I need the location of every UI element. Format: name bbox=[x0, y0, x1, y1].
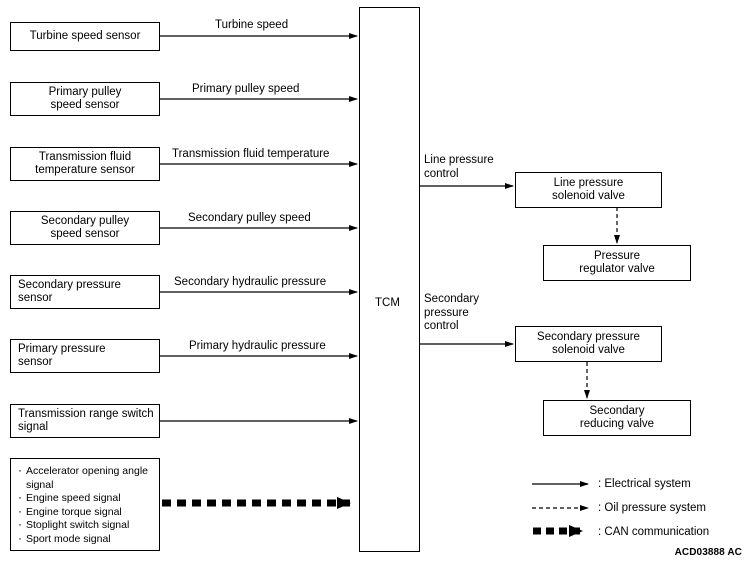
dashed-arrow-icon bbox=[528, 501, 594, 515]
signal-label-fluid-temperature: Transmission fluid temperature bbox=[172, 148, 330, 160]
can-signal-item: Sport mode signal bbox=[18, 532, 155, 547]
signal-label-turbine-speed: Turbine speed bbox=[215, 19, 289, 31]
legend-row-can: : CAN communication bbox=[528, 520, 709, 544]
legend-label: : CAN communication bbox=[598, 526, 710, 538]
valve-label: Line pressure solenoid valve bbox=[552, 177, 625, 202]
valve-label: Secondary reducing valve bbox=[579, 405, 655, 430]
sensor-label: Primary pulley speed sensor bbox=[48, 86, 122, 111]
can-signal-item: Stoplight switch signal bbox=[18, 518, 155, 533]
sensor-box-primary-pressure: Primary pressure sensor bbox=[10, 339, 160, 373]
sensor-label: Secondary pressure sensor bbox=[18, 279, 121, 304]
control-label-line-pressure: Line pressure control bbox=[424, 154, 494, 180]
signal-label-secondary-hydraulic-pressure: Secondary hydraulic pressure bbox=[174, 276, 327, 288]
can-signal-list-box: Accelerator opening angle signal Engine … bbox=[10, 458, 160, 551]
tcm-box bbox=[359, 7, 420, 552]
can-signal-item: Accelerator opening angle signal bbox=[18, 464, 155, 492]
can-signal-list: Accelerator opening angle signal Engine … bbox=[18, 464, 155, 547]
sensor-label: Secondary pulley speed sensor bbox=[40, 215, 130, 240]
legend: : Electrical system : Oil pressure syste… bbox=[528, 472, 709, 544]
sensor-label: Primary pressure sensor bbox=[18, 343, 106, 368]
sensor-label: Transmission fluid temperature sensor bbox=[35, 151, 135, 176]
valve-box-line-pressure-solenoid: Line pressure solenoid valve bbox=[515, 172, 662, 208]
legend-label: : Oil pressure system bbox=[598, 502, 706, 514]
sensor-label: Turbine speed sensor bbox=[29, 30, 141, 42]
thick-dashed-arrow-icon bbox=[528, 525, 594, 539]
sensor-box-secondary-pulley-speed: Secondary pulley speed sensor bbox=[10, 211, 160, 245]
valve-box-pressure-regulator: Pressure regulator valve bbox=[543, 245, 691, 281]
signal-label-primary-hydraulic-pressure: Primary hydraulic pressure bbox=[189, 340, 326, 352]
control-label-secondary-pressure: Secondary pressure control bbox=[424, 293, 479, 332]
sensor-box-range-switch: Transmission range switch signal bbox=[10, 404, 160, 438]
sensor-box-primary-pulley-speed: Primary pulley speed sensor bbox=[10, 82, 160, 116]
can-signal-item: Engine torque signal bbox=[18, 505, 155, 520]
legend-row-electrical: : Electrical system bbox=[528, 472, 709, 496]
sensor-label: Transmission range switch signal bbox=[18, 408, 154, 433]
signal-label-secondary-pulley-speed: Secondary pulley speed bbox=[188, 212, 311, 224]
tcm-label: TCM bbox=[375, 297, 400, 309]
sensor-box-fluid-temperature: Transmission fluid temperature sensor bbox=[10, 147, 160, 181]
legend-label: : Electrical system bbox=[598, 478, 691, 490]
legend-row-oil-pressure: : Oil pressure system bbox=[528, 496, 709, 520]
valve-label: Secondary pressure solenoid valve bbox=[537, 331, 640, 356]
can-signal-item: Engine speed signal bbox=[18, 491, 155, 506]
valve-box-secondary-reducing: Secondary reducing valve bbox=[543, 400, 691, 436]
valve-label: Pressure regulator valve bbox=[579, 250, 655, 275]
solid-arrow-icon bbox=[528, 477, 594, 491]
signal-label-primary-pulley-speed: Primary pulley speed bbox=[192, 83, 300, 95]
sensor-box-secondary-pressure: Secondary pressure sensor bbox=[10, 275, 160, 309]
valve-box-secondary-pressure-solenoid: Secondary pressure solenoid valve bbox=[515, 326, 662, 362]
sensor-box-turbine-speed: Turbine speed sensor bbox=[10, 22, 160, 51]
reference-code: ACD03888 AC bbox=[674, 547, 742, 558]
